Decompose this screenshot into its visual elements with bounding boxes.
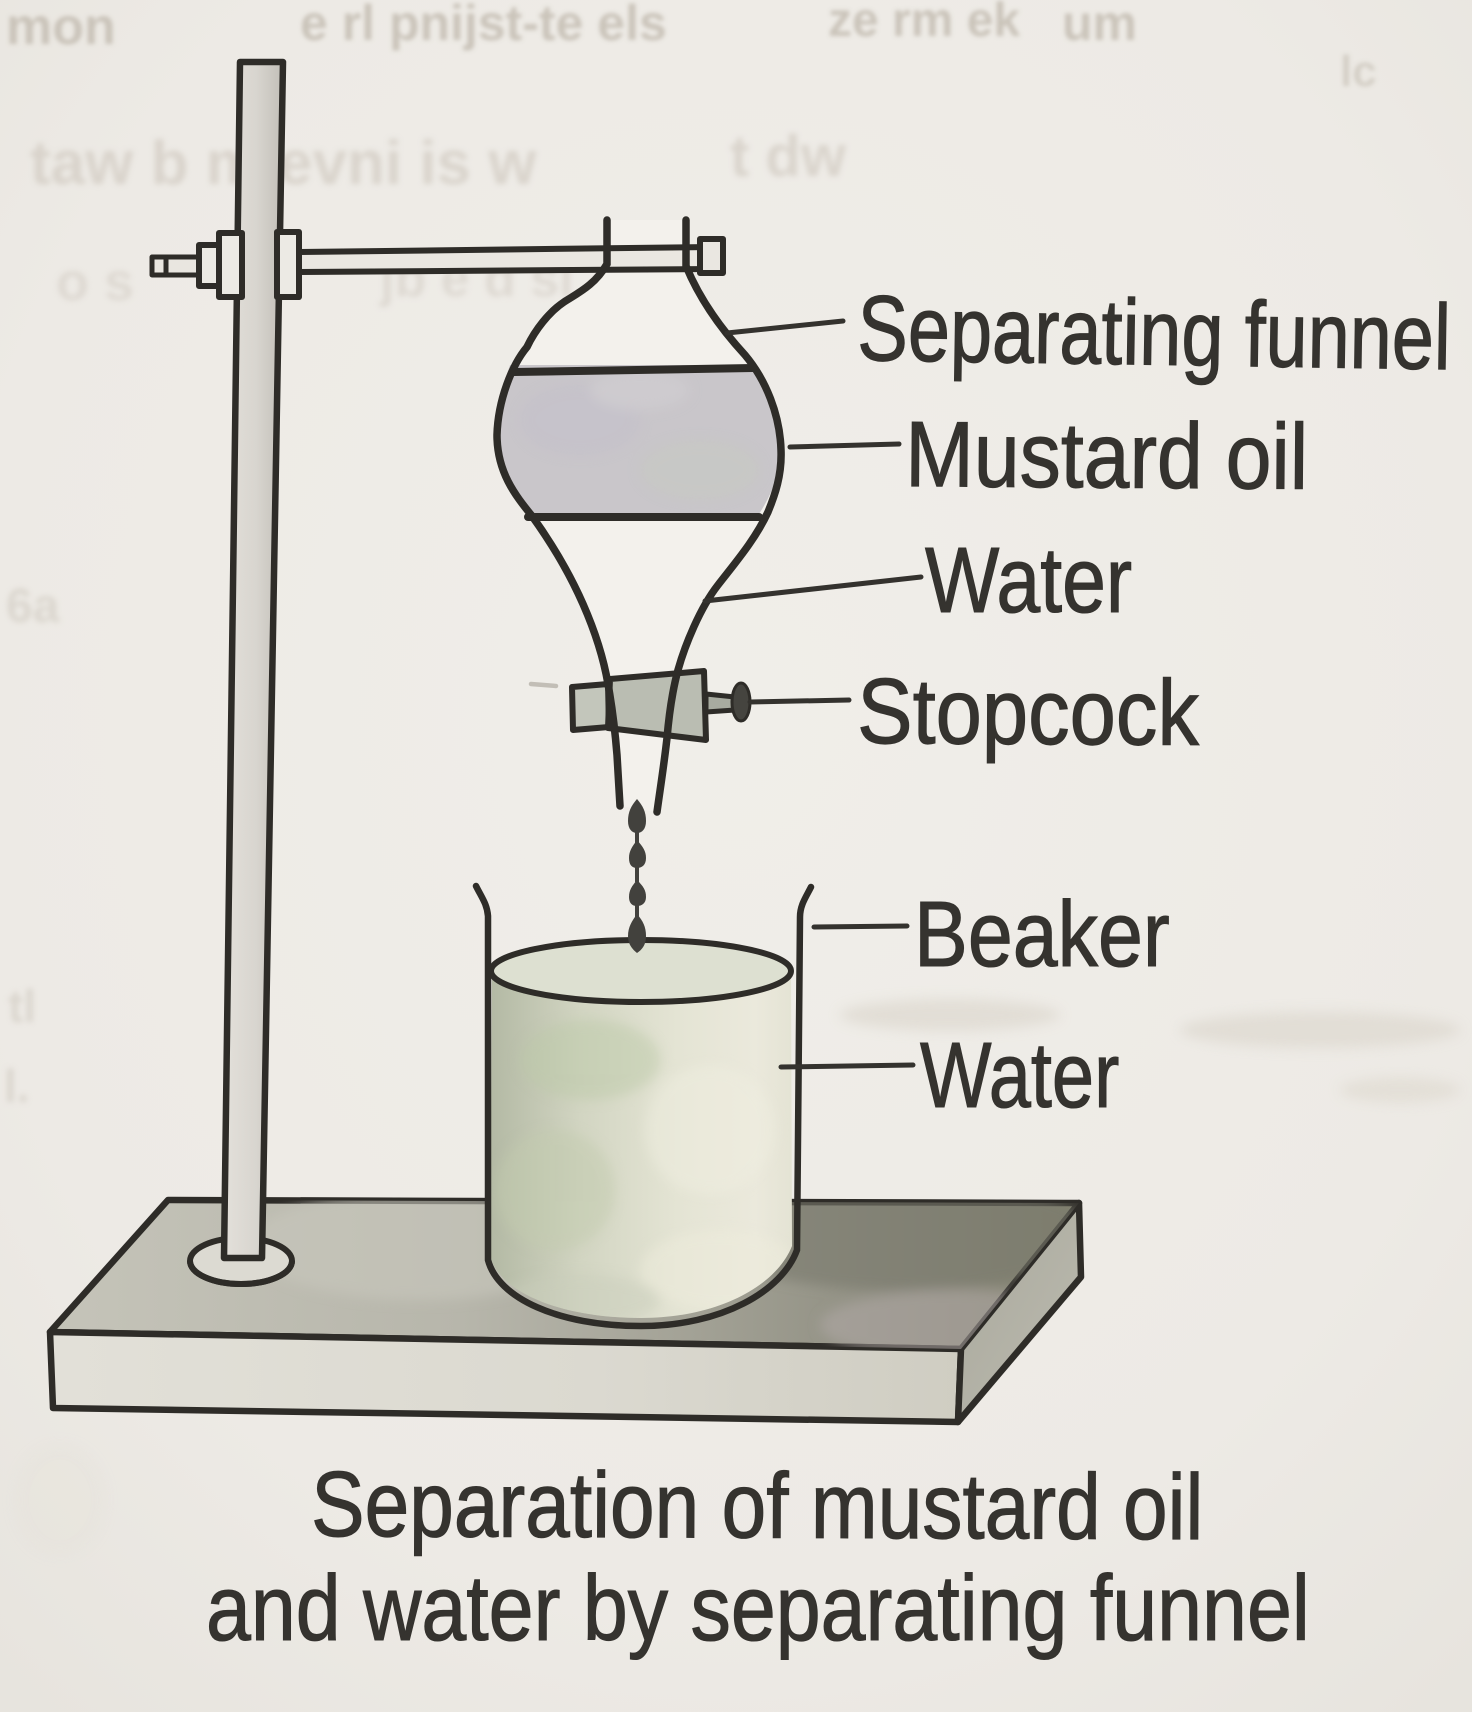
svg-text:t dw: t dw [730, 124, 847, 189]
svg-text:and water by separating funnel: and water by separating funnel [206, 1557, 1310, 1661]
svg-text:lc: lc [1340, 47, 1377, 96]
svg-text:um: um [1062, 0, 1137, 51]
svg-text:6a: 6a [6, 580, 60, 633]
svg-text:ze rm ek: ze rm ek [828, 0, 1020, 47]
svg-text:Water: Water [925, 529, 1132, 633]
svg-text:tl: tl [8, 980, 36, 1032]
svg-text:Mustard oil: Mustard oil [905, 401, 1309, 509]
svg-text:Stopcock: Stopcock [857, 659, 1200, 765]
svg-text:l.: l. [4, 1060, 30, 1112]
svg-text:Separating funnel: Separating funnel [857, 276, 1452, 390]
svg-text:o s: o s [56, 252, 134, 312]
svg-text:e rl pnijst-te els: e rl pnijst-te els [300, 0, 667, 51]
svg-text:Water: Water [920, 1023, 1119, 1127]
svg-text:Beaker: Beaker [914, 883, 1170, 987]
svg-text:mon: mon [6, 0, 116, 56]
svg-text:Separation of mustard oil: Separation of mustard oil [311, 1452, 1204, 1559]
